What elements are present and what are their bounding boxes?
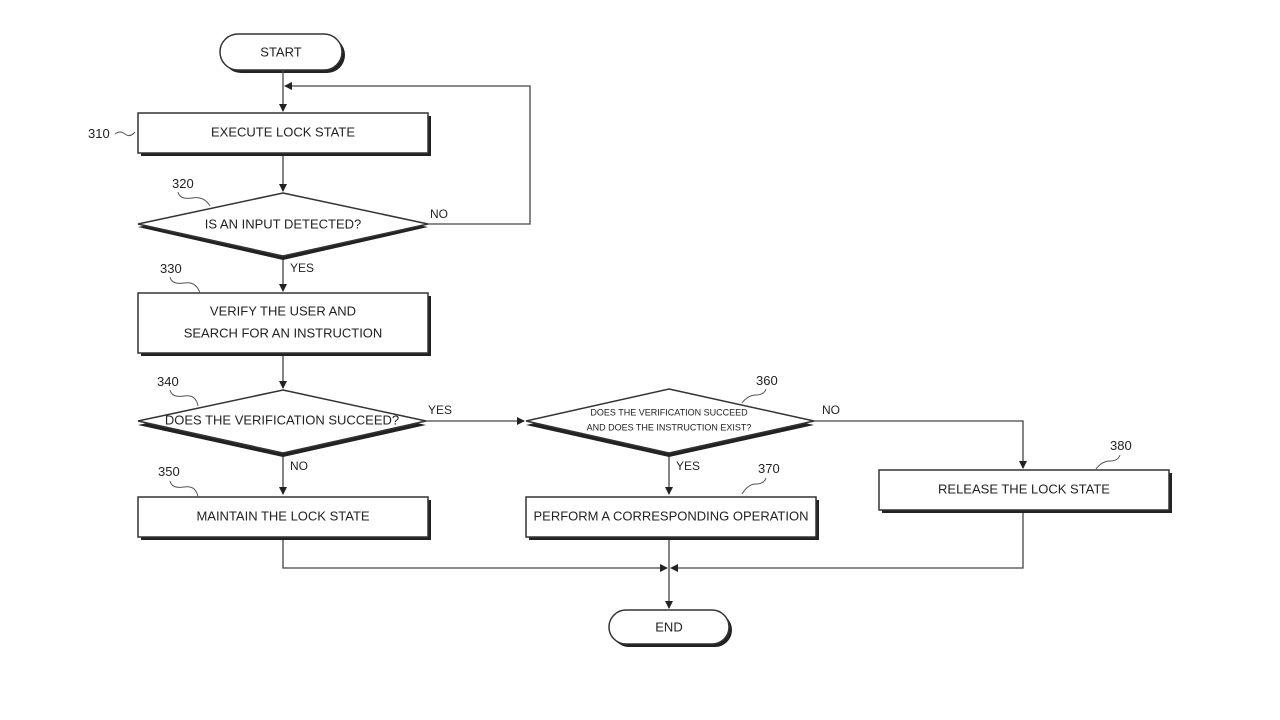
process-380-label: RELEASE THE LOCK STATE [938,481,1110,496]
decision-360: DOES THE VERIFICATION SUCCEED AND DOES T… [525,388,815,457]
start-terminal: START [219,33,345,73]
edge-360-yes-label: YES [676,459,700,473]
decision-360-line1: DOES THE VERIFICATION SUCCEED [590,407,748,417]
ref-340: 340 [157,374,179,389]
process-380: RELEASE THE LOCK STATE [878,469,1172,513]
end-label: END [655,619,682,634]
process-310-label: EXECUTE LOCK STATE [211,124,355,139]
process-310: EXECUTE LOCK STATE [137,112,431,156]
ref-320: 320 [172,176,194,191]
edge-320-yes-label: YES [290,261,314,275]
process-370: PERFORM A CORRESPONDING OPERATION [525,496,819,540]
arrow-320-no-loop [284,82,531,225]
process-330-line1: VERIFY THE USER AND [210,303,356,318]
arrow-360-no [814,420,1027,469]
ref-350: 350 [158,464,180,479]
edge-320-no-label: NO [430,207,448,221]
ref-330: 330 [160,261,182,276]
ref-360-leader [741,388,767,404]
ref-350-leader [169,480,199,498]
edge-340-no-label: NO [290,459,308,473]
ref-330-leader [169,276,201,294]
process-350: MAINTAIN THE LOCK STATE [137,496,431,540]
ref-310-leader [114,131,136,137]
decision-340-label: DOES THE VERIFICATION SUCCEED? [165,412,399,427]
decision-360-line2: AND DOES THE INSTRUCTION EXIST? [587,422,752,432]
ref-370-leader [741,477,767,495]
arrow-380-to-merge [670,513,1024,572]
process-330-line2: SEARCH FOR AN INSTRUCTION [184,325,383,340]
ref-380-leader [1095,454,1121,470]
ref-320-leader [177,191,211,207]
ref-340-leader [169,389,199,407]
arrow-350-to-merge [282,537,668,572]
decision-320-label: IS AN INPUT DETECTED? [205,216,362,231]
process-330: VERIFY THE USER AND SEARCH FOR AN INSTRU… [137,292,431,356]
ref-360: 360 [756,373,778,388]
ref-380: 380 [1110,438,1132,453]
process-350-label: MAINTAIN THE LOCK STATE [196,508,369,523]
end-terminal: END [608,609,732,647]
start-label: START [260,44,301,59]
decision-340: DOES THE VERIFICATION SUCCEED? [137,389,427,457]
process-370-label: PERFORM A CORRESPONDING OPERATION [534,508,809,523]
ref-310: 310 [88,126,110,141]
edge-360-no-label: NO [822,403,840,417]
decision-320: IS AN INPUT DETECTED? [137,192,429,260]
ref-370: 370 [758,461,780,476]
edge-340-yes-label: YES [428,403,452,417]
